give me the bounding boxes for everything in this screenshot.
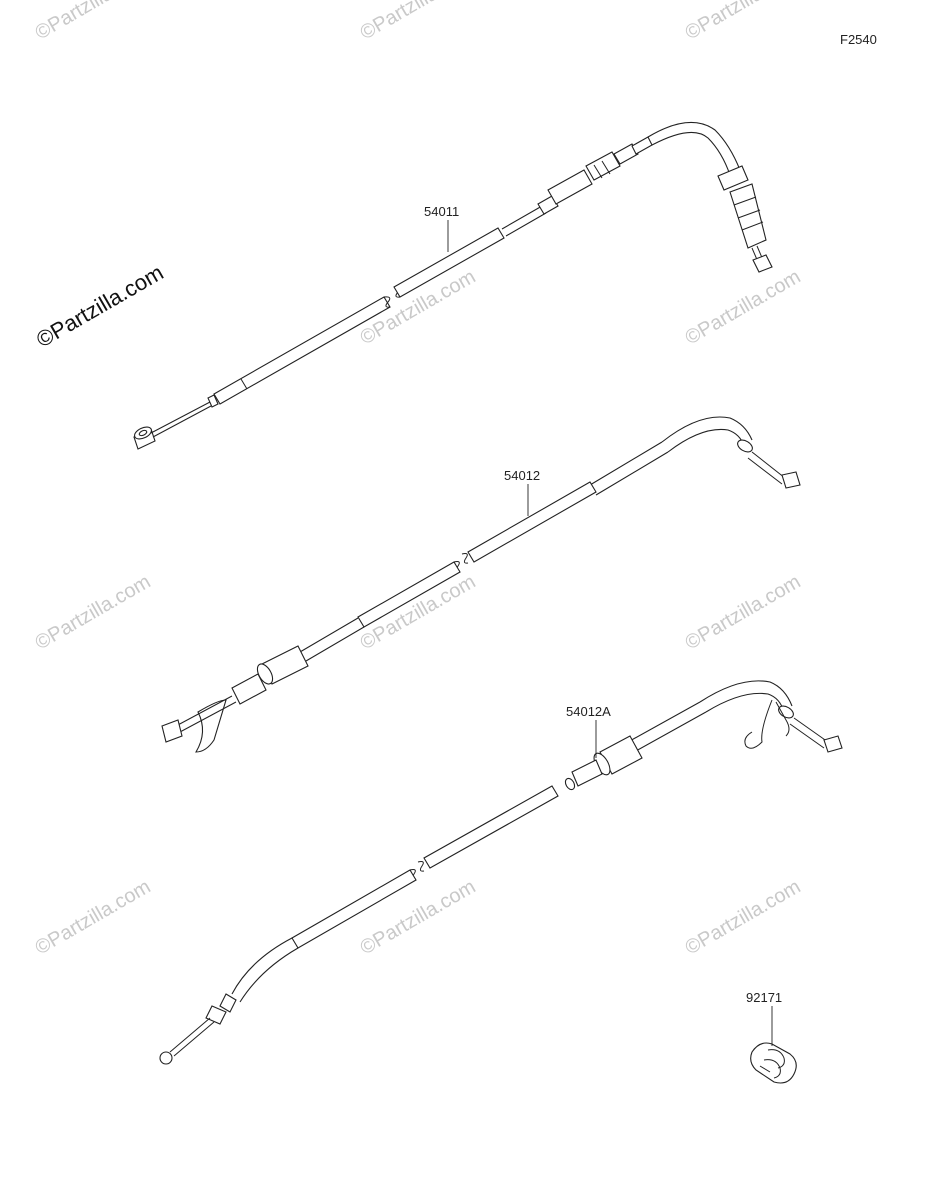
cable-54011-boot bbox=[717, 165, 749, 191]
cable-54012A-bend bbox=[699, 680, 793, 707]
cable-54012-bracket bbox=[195, 699, 227, 753]
watermark-10: ©Partzilla.com bbox=[357, 876, 480, 960]
watermark-main: ©Partzilla.com bbox=[32, 260, 168, 353]
cable-54011-bend bbox=[647, 121, 741, 171]
cable-54012[interactable] bbox=[161, 416, 801, 753]
part-label-92171[interactable]: 92171 bbox=[746, 990, 782, 1005]
cable-54012A-clip-wire bbox=[744, 699, 773, 749]
cable-54011-ferrule bbox=[207, 394, 219, 408]
watermark-5: ©Partzilla.com bbox=[682, 266, 805, 350]
part-label-54012A[interactable]: 54012A bbox=[566, 704, 611, 719]
cable-54012A-end bbox=[159, 1051, 173, 1065]
watermark-9: ©Partzilla.com bbox=[32, 876, 155, 960]
cable-54012-end bbox=[161, 719, 183, 743]
cable-54012-housing-upper bbox=[467, 481, 597, 563]
watermark-3: ©Partzilla.com bbox=[682, 0, 805, 44]
cable-54011-end-barrel bbox=[133, 426, 156, 450]
diagram-code: F2540 bbox=[840, 32, 877, 47]
cable-54011-inner-wire bbox=[150, 401, 211, 434]
watermark-layer: ©Partzilla.com ©Partzilla.com ©Partzilla… bbox=[32, 0, 805, 959]
part-label-54011[interactable]: 54011 bbox=[424, 204, 459, 219]
cable-54011-locknut bbox=[585, 151, 621, 181]
cable-54012A-ferrule bbox=[205, 1005, 227, 1025]
cable-54011[interactable] bbox=[133, 121, 773, 450]
cable-54012A-bend-lower bbox=[231, 937, 299, 1003]
watermark-1: ©Partzilla.com bbox=[32, 0, 155, 44]
cable-54012-boot bbox=[737, 439, 753, 453]
clamp-92171[interactable] bbox=[750, 1042, 797, 1084]
cable-54012A-housing-upper bbox=[423, 785, 559, 869]
cable-54012-bend bbox=[661, 416, 753, 443]
watermark-6: ©Partzilla.com bbox=[32, 571, 155, 655]
watermark-2: ©Partzilla.com bbox=[357, 0, 480, 44]
watermark-11: ©Partzilla.com bbox=[682, 876, 805, 960]
cable-54011-housing-upper bbox=[393, 227, 505, 298]
cable-54012A-tip bbox=[823, 735, 843, 753]
cable-54011-housing-lower bbox=[213, 296, 391, 405]
part-label-54012[interactable]: 54012 bbox=[504, 468, 540, 483]
cable-54011-adjuster bbox=[537, 195, 559, 215]
cable-54012-tip bbox=[781, 471, 801, 489]
cable-54011-tip bbox=[752, 254, 773, 273]
watermark-8: ©Partzilla.com bbox=[682, 571, 805, 655]
cable-54012A[interactable] bbox=[159, 680, 843, 1065]
